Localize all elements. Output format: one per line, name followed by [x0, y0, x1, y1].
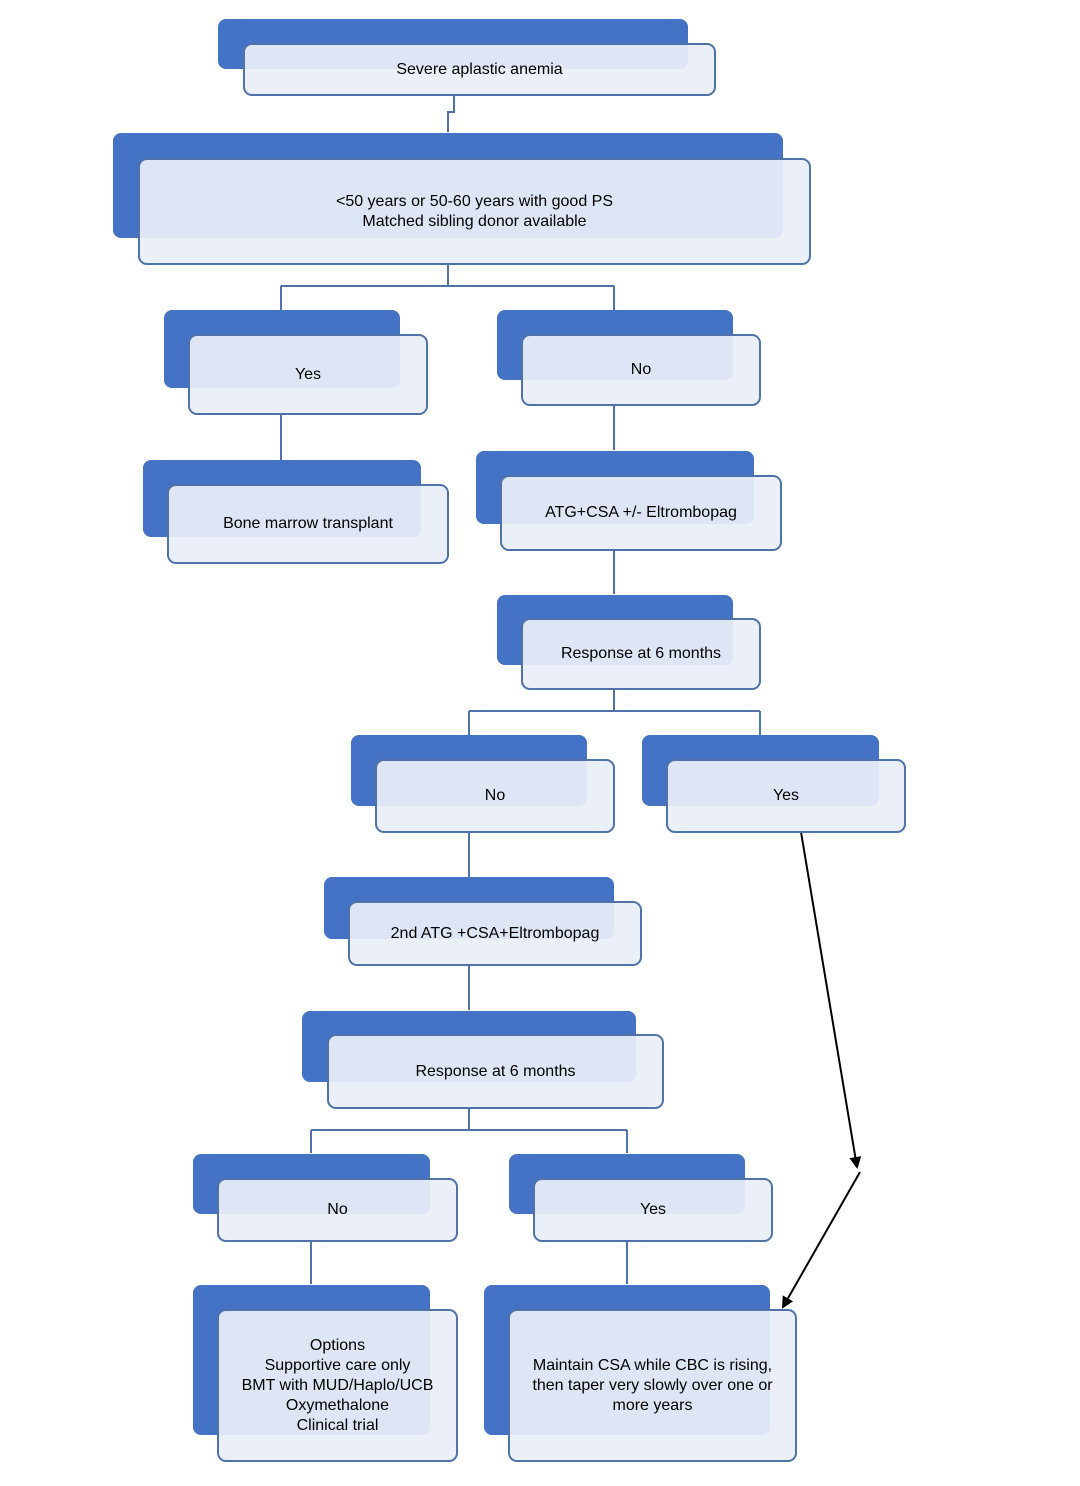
node-label: Yes [772, 787, 800, 804]
connector-response2-branch [310, 1108, 628, 1153]
connector-response-branch [468, 690, 761, 735]
node-label: Options Supportive care only BMT with MU… [241, 1336, 434, 1434]
node-label: Response at 6 months [415, 1062, 576, 1080]
arrow-yes-segment-2 [782, 1171, 861, 1309]
node-label: Yes [639, 1201, 667, 1218]
connector-root-criteria [447, 96, 455, 132]
node-label: Response at 6 months [560, 645, 722, 662]
node-label: Maintain CSA while CBC is rising, then t… [532, 1356, 773, 1414]
node-label: Severe aplastic anemia [396, 60, 563, 78]
node-label: No [484, 787, 506, 804]
node-label: <50 years or 50-60 years with good PS Ma… [335, 192, 614, 230]
node-label: Bone marrow transplant [223, 515, 393, 532]
arrow-yes-segment-1 [800, 831, 862, 1169]
node-label: No [630, 361, 652, 378]
node-label: ATG+CSA +/- Eltrombopag [545, 504, 737, 521]
node-label: Yes [294, 365, 322, 383]
node-label: 2nd ATG +CSA+Eltrombopag [390, 924, 600, 942]
connector-criteria-branch [280, 264, 615, 310]
node-label: No [327, 1201, 348, 1218]
